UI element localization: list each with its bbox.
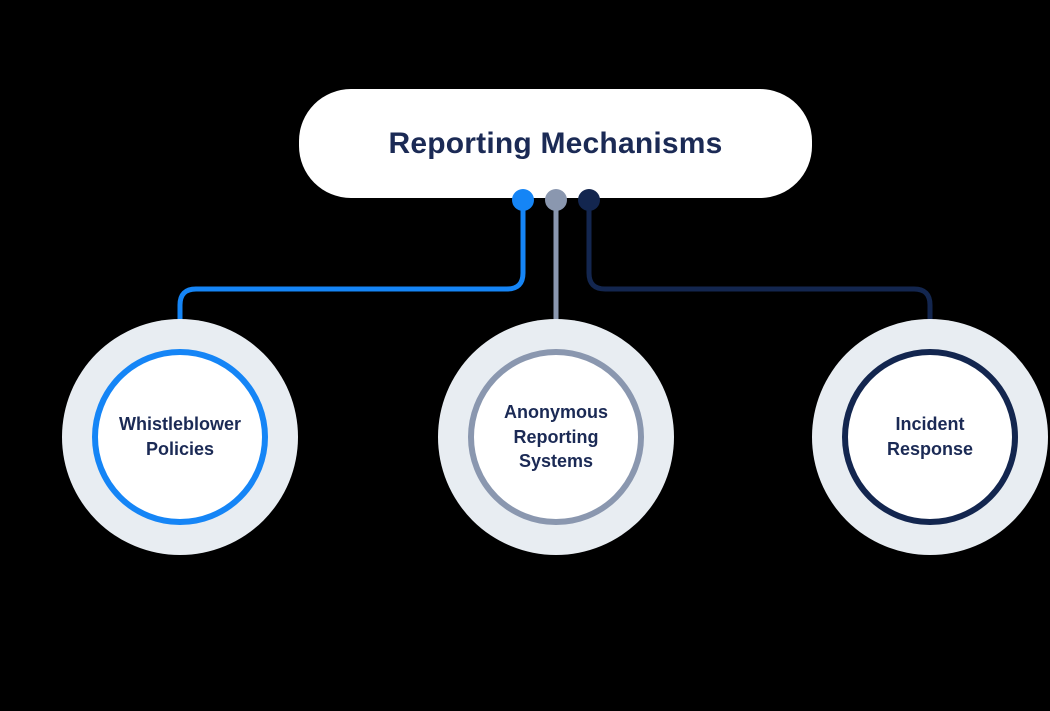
branch-node-anonymous-reporting-systems: Anonymous Reporting Systems [468,349,644,525]
branch-node-label: Anonymous Reporting Systems [503,401,608,472]
root-node-label: Reporting Mechanisms [388,126,723,160]
connector-dot-navy [578,189,600,211]
branch-node-label: Whistleblower Policies [118,414,241,459]
branch-node-whistleblower-policies: Whistleblower Policies [92,349,268,525]
connector-dot-blue [512,189,534,211]
connector-incident-response [586,200,933,351]
connector-whistleblower-policies [177,200,526,351]
root-node: Reporting Mechanisms [299,89,812,198]
branch-node-incident-response: Incident Response [842,349,1018,525]
connector-dot-gray [545,189,567,211]
branch-node-label: Incident Response [886,414,974,459]
